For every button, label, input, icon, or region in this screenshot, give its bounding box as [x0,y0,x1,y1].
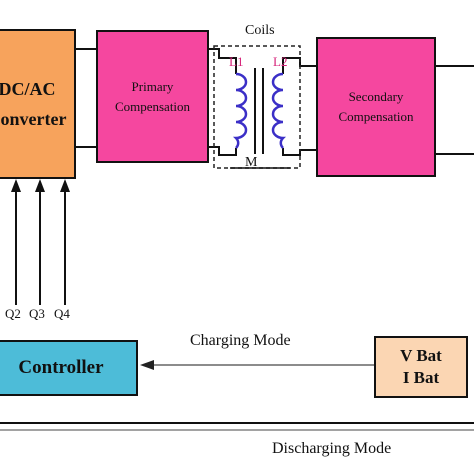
battery-sensor-block: V Bat I Bat [374,336,468,398]
coil-l2-winding [271,72,287,149]
coils-box [213,45,301,169]
coil-l1-label: L1 [229,54,243,69]
gate-arrow-q2 [11,179,21,192]
secondary-compensation-block: Secondary Compensation [316,37,436,177]
sensor-line2: I Bat [402,368,440,387]
primary-line2: Compensation [114,98,191,114]
coil-l1-winding [232,72,248,149]
wire-prim-l1-bottom [209,146,237,156]
primary-line1: Primary [131,78,174,94]
discharging-mode-label: Discharging Mode [272,440,392,457]
controller-label: Controller [18,357,104,378]
primary-compensation-block: Primary Compensation [96,30,209,163]
switch-label-q4: Q4 [54,306,70,321]
coil-l2-label: L2 [273,54,287,69]
gate-arrow-q4 [60,179,70,192]
switch-label-q3: Q3 [29,306,45,321]
switch-label-q2: Q2 [5,306,21,321]
wire-l2-sec-bottom [282,148,316,156]
sensor-line1: V Bat [400,346,442,365]
gate-arrow-q3 [35,179,45,192]
wire-prim-l1-top [209,48,237,74]
secondary-line2: Compensation [338,109,414,124]
mutual-label: M [245,155,258,170]
charging-mode-label: Charging Mode [190,332,291,349]
feedback-arrow [140,360,154,370]
secondary-line1: Secondary [348,89,404,104]
coils-title: Coils [245,23,275,38]
converter-line1: DC/AC [0,79,56,99]
controller-block: Controller [0,340,138,396]
